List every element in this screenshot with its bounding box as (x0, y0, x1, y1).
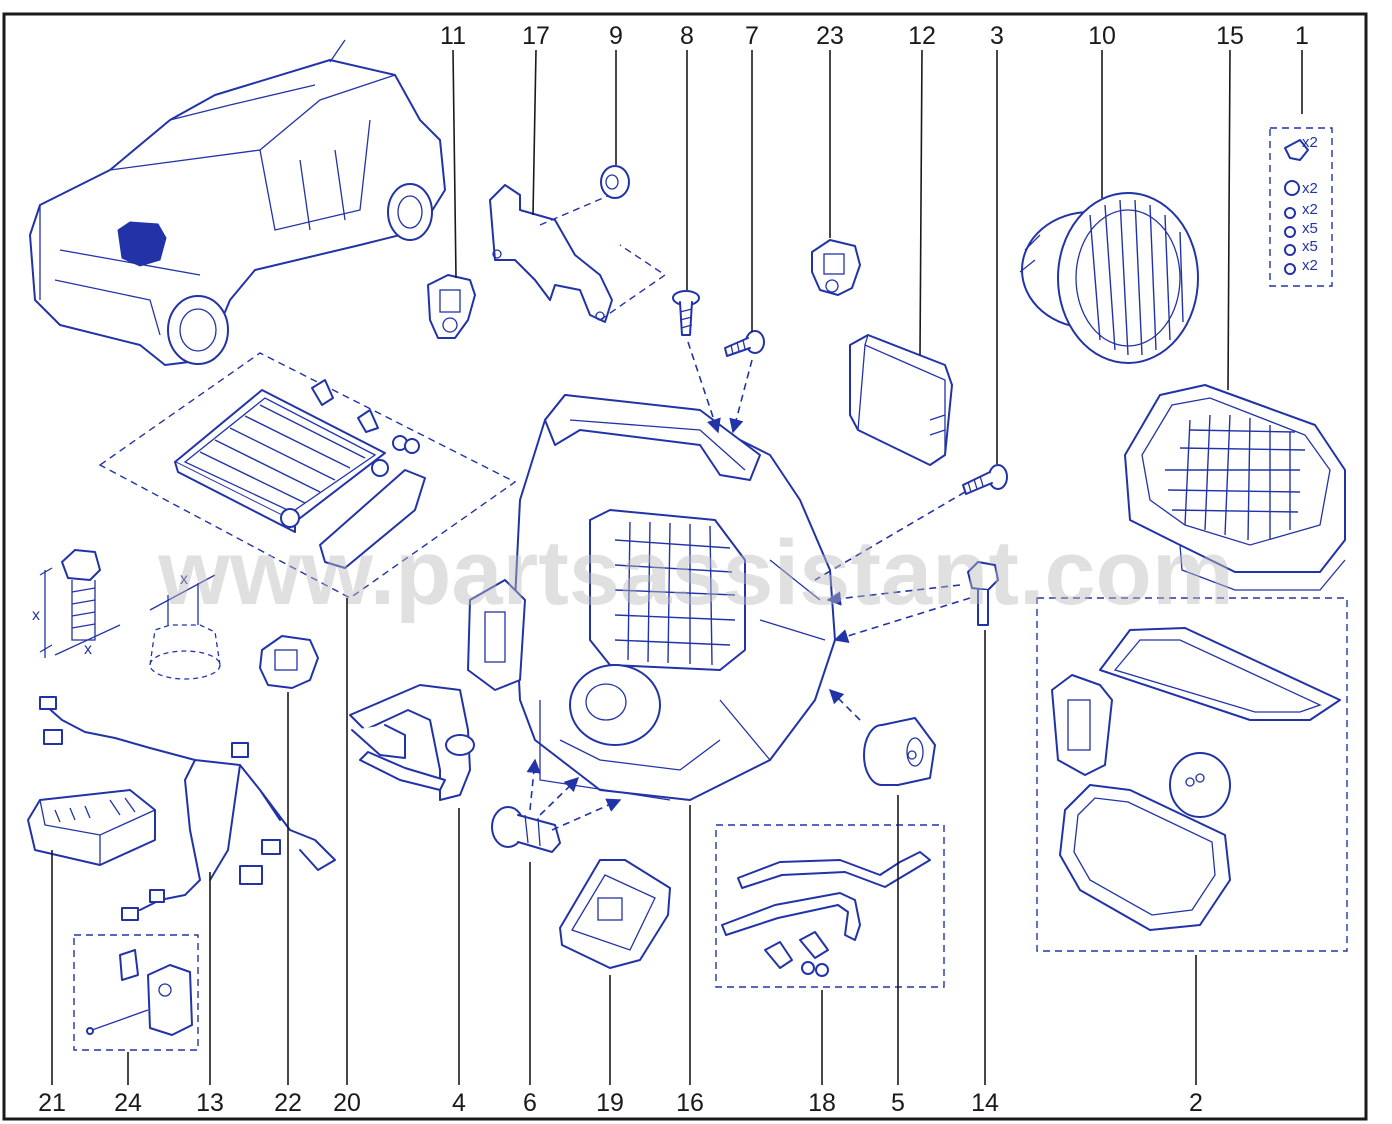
part-4-pipe-assembly (349, 684, 475, 801)
qty-label: x2 (1302, 201, 1318, 218)
callout-number: 3 (990, 22, 1004, 50)
callout-number: 14 (971, 1089, 999, 1117)
callout-number: 24 (114, 1089, 142, 1117)
assembly-arrows (526, 341, 971, 831)
part-16-hvac-assembly (467, 394, 836, 801)
callout-number: 20 (333, 1089, 361, 1117)
part-5-resistor (863, 717, 936, 786)
part-22-actuator (259, 635, 319, 689)
callouts-bottom: 21 24 13 22 20 4 6 19 16 18 5 14 2 (38, 1089, 1203, 1117)
callout-number: 15 (1216, 22, 1244, 50)
part-21-heater-unit (27, 789, 156, 866)
part-13-wiring-harness (39, 696, 336, 921)
callout-number: 16 (676, 1089, 704, 1117)
part-2-seal-kit (1036, 597, 1348, 952)
callout-number: 5 (891, 1089, 905, 1117)
part-17-bracket (489, 184, 667, 323)
callout-number: 9 (609, 22, 623, 50)
callout-number: 12 (908, 22, 936, 50)
callout-number: 8 (680, 22, 694, 50)
part-9-grommet (600, 165, 630, 199)
callout-number: 10 (1088, 22, 1116, 50)
part-6-push-clip (491, 806, 561, 853)
callout-number: 17 (522, 22, 550, 50)
callout-number: 19 (596, 1089, 624, 1117)
dimension-diagram: x x x (32, 549, 221, 680)
part-8-screw (672, 290, 700, 336)
part-7-screw (724, 330, 765, 357)
callouts-top: 11 17 9 8 7 23 12 3 10 15 1 (440, 22, 1309, 50)
watermark: www.partsassistant.com (157, 522, 1233, 624)
dimension-label: x (180, 571, 188, 588)
callout-number: 18 (808, 1089, 836, 1117)
part-15-blower-housing (1124, 384, 1346, 591)
callout-number: 6 (523, 1089, 537, 1117)
callout-number: 22 (274, 1089, 302, 1117)
callout-leaders (51, 49, 1303, 1085)
dimension-label: x (32, 607, 40, 624)
callout-number: 11 (440, 22, 466, 50)
part-12-control-module (849, 334, 953, 466)
qty-label: x2 (1302, 257, 1318, 274)
part-3-screw (962, 464, 1008, 495)
vehicle-illustration (29, 39, 446, 366)
callout-number: 4 (452, 1089, 466, 1117)
part-1-hardware-kit: x2 x2 x2 x5 x5 x2 (1269, 127, 1333, 287)
qty-label: x2 (1302, 180, 1318, 197)
callout-number: 13 (196, 1089, 224, 1117)
callout-number: 2 (1189, 1089, 1203, 1117)
part-24-expansion-valve-kit (73, 934, 199, 1051)
qty-label: x5 (1302, 238, 1318, 255)
qty-label: x2 (1302, 134, 1318, 151)
callout-number: 23 (816, 22, 844, 50)
callout-number: 7 (745, 22, 759, 50)
part-14-bolt (967, 561, 999, 626)
part-19-control-module (559, 859, 671, 969)
callout-number: 21 (38, 1089, 66, 1117)
hvac-location-highlight (117, 221, 167, 267)
part-20-heater-core-kit (98, 352, 517, 599)
part-10-blower-motor (1019, 192, 1199, 364)
qty-label: x5 (1302, 220, 1318, 237)
callout-number: 1 (1295, 22, 1309, 50)
part-23-actuator (811, 239, 861, 296)
dimension-label: x (84, 641, 92, 658)
part-18-pipe-kit (715, 824, 945, 988)
